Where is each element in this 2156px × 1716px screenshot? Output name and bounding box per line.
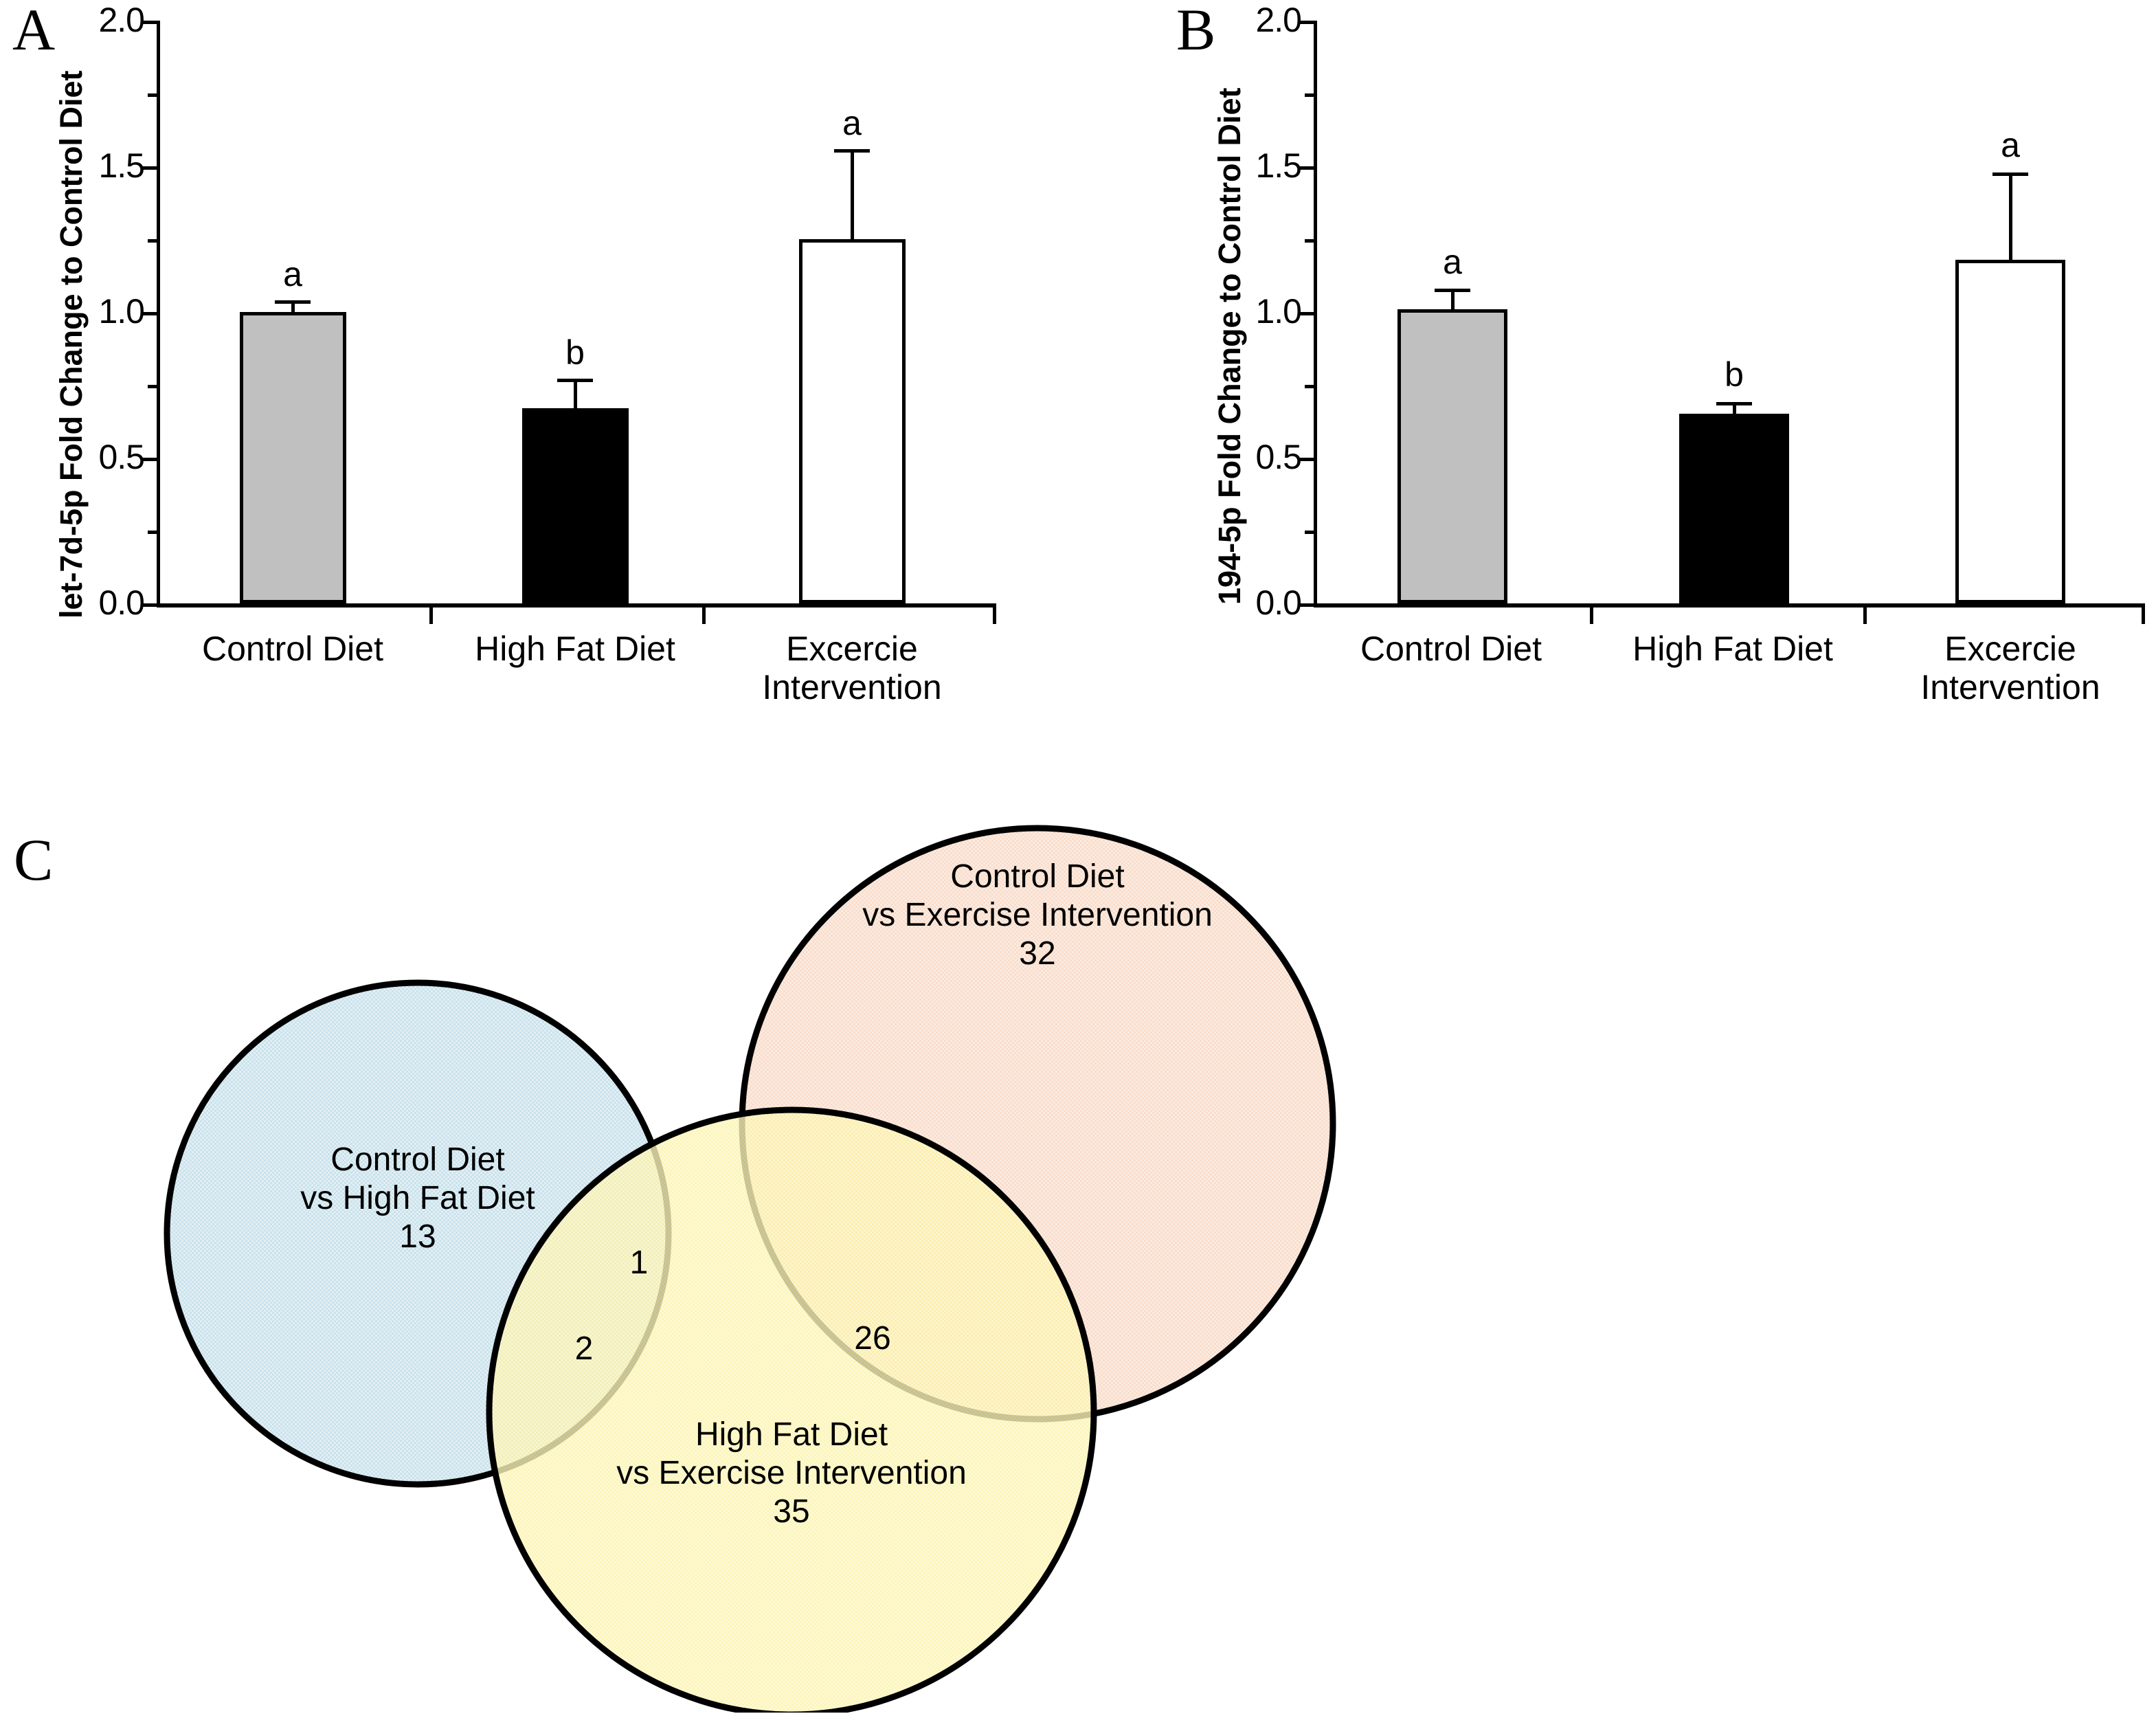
x-category-label-a-exercise-line1: Excercie [786, 629, 918, 668]
x-tick-b-1 [1590, 608, 1593, 624]
y-minor-tick-b-1_25 [1305, 239, 1314, 243]
y-tick-b-1_5 [1299, 166, 1314, 170]
y-axis-line-a [157, 21, 160, 608]
sig-letter-exercise-a: a [842, 104, 862, 142]
y-minor-tick-a-1_75 [148, 93, 157, 97]
y-tick-a-2_0 [142, 21, 157, 24]
x-tick-a-2 [702, 608, 706, 624]
venn-label-yellow-line1: High Fat Diet [695, 1416, 888, 1453]
error-bar-cap-control-a [275, 300, 311, 304]
y-axis-line-b [1314, 21, 1317, 608]
error-bar-stem-highfat-b [1733, 402, 1736, 414]
error-bar-stem-control-b [1451, 289, 1455, 309]
y-tick-b-0_5 [1299, 458, 1314, 461]
bar-exercise-intervention-b [1955, 260, 2065, 603]
y-minor-tick-b-0_75 [1305, 385, 1314, 388]
y-minor-tick-b-1_75 [1305, 93, 1314, 97]
error-bar-cap-control-b [1435, 289, 1470, 292]
y-tick-label-b-1_5: 1.5 [1255, 146, 1302, 185]
venn-label-blue-line2: vs High Fat Diet [300, 1180, 535, 1216]
error-bar-stem-exercise-a [851, 149, 854, 239]
venn-count-pink: 32 [1019, 935, 1056, 972]
venn-label-pink-line1: Control Diet [950, 858, 1125, 895]
y-tick-label-a-1_0: 1.0 [98, 292, 145, 331]
x-category-label-a-highfat: High Fat Diet [475, 629, 675, 668]
y-tick-label-a-1_5: 1.5 [98, 146, 145, 185]
venn-label-pink-line2: vs Exercise Intervention [862, 897, 1213, 933]
venn-count-blue-pink-overlap: 1 [629, 1245, 649, 1281]
y-tick-label-a-0_5: 0.5 [98, 438, 145, 476]
error-bar-stem-exercise-b [2009, 172, 2012, 260]
venn-count-blue-yellow-overlap: 2 [574, 1330, 594, 1367]
y-tick-b-1_0 [1299, 312, 1314, 315]
venn-count-blue: 13 [399, 1218, 436, 1255]
sig-letter-exercise-b: a [2001, 126, 2020, 164]
venn-diagram: Control Diet vs High Fat Diet 13 Control… [0, 811, 2156, 1716]
y-tick-label-a-0_0: 0.0 [98, 583, 145, 622]
sig-letter-control-a: a [283, 255, 302, 293]
y-tick-label-b-0_0: 0.0 [1255, 583, 1302, 622]
y-minor-tick-a-1_25 [148, 239, 157, 243]
error-bar-cap-highfat-a [557, 379, 593, 382]
y-tick-a-0_5 [142, 458, 157, 461]
y-tick-label-a-2_0: 2.0 [98, 1, 145, 39]
panel-label-b: B [1176, 0, 1216, 63]
x-tick-b-3 [2142, 608, 2145, 624]
bar-exercise-intervention-a [799, 239, 906, 603]
error-bar-cap-exercise-a [834, 149, 870, 153]
error-bar-stem-highfat-a [574, 379, 577, 408]
y-tick-label-b-2_0: 2.0 [1255, 1, 1302, 39]
x-category-label-b-exercise-line1: Excercie [1944, 629, 2076, 668]
x-tick-b-2 [1863, 608, 1867, 624]
chart-panel-a: let-7d-5p Fold Change to Control Diet 2.… [0, 0, 1044, 728]
venn-label-yellow-line2: vs Exercise Intervention [616, 1455, 967, 1491]
chart-panel-b: 194-5p Fold Change to Control Diet 2.0 1… [1164, 0, 2156, 728]
x-tick-a-1 [429, 608, 433, 624]
error-bar-stem-control-a [291, 300, 295, 312]
y-tick-a-0_0 [142, 603, 157, 607]
y-minor-tick-b-0_25 [1305, 531, 1314, 534]
sig-letter-highfat-b: b [1725, 355, 1744, 394]
y-tick-a-1_0 [142, 312, 157, 315]
bar-high-fat-diet-b [1679, 414, 1789, 603]
error-bar-cap-exercise-b [1992, 172, 2028, 176]
y-tick-label-b-0_5: 0.5 [1255, 438, 1302, 476]
x-category-label-b-exercise-line2: Intervention [1920, 668, 2100, 706]
x-category-label-b-control: Control Diet [1360, 629, 1542, 668]
x-category-label-a-control: Control Diet [202, 629, 383, 668]
error-bar-cap-highfat-b [1716, 402, 1752, 405]
panel-label-a: A [12, 0, 56, 63]
x-tick-a-3 [993, 608, 996, 624]
y-minor-tick-a-0_75 [148, 385, 157, 388]
y-tick-a-1_5 [142, 166, 157, 170]
y-minor-tick-a-0_25 [148, 531, 157, 534]
sig-letter-control-b: a [1443, 243, 1462, 281]
x-category-label-a-exercise-line2: Intervention [762, 668, 942, 706]
panel-label-c: C [14, 827, 54, 893]
x-axis-line-b [1314, 603, 2145, 608]
x-category-label-b-highfat: High Fat Diet [1632, 629, 1833, 668]
bar-control-diet-b [1397, 309, 1507, 603]
y-tick-label-b-1_0: 1.0 [1255, 292, 1302, 331]
x-axis-line-a [157, 603, 996, 608]
venn-svg [164, 825, 1336, 1716]
venn-count-yellow: 35 [773, 1493, 810, 1530]
sig-letter-highfat-a: b [565, 333, 585, 372]
y-tick-b-2_0 [1299, 21, 1314, 24]
bar-high-fat-diet-a [522, 408, 629, 603]
bar-control-diet-a [240, 312, 346, 603]
venn-label-blue-line1: Control Diet [330, 1141, 505, 1178]
venn-count-pink-yellow-overlap: 26 [854, 1320, 891, 1357]
y-tick-b-0_0 [1299, 603, 1314, 607]
